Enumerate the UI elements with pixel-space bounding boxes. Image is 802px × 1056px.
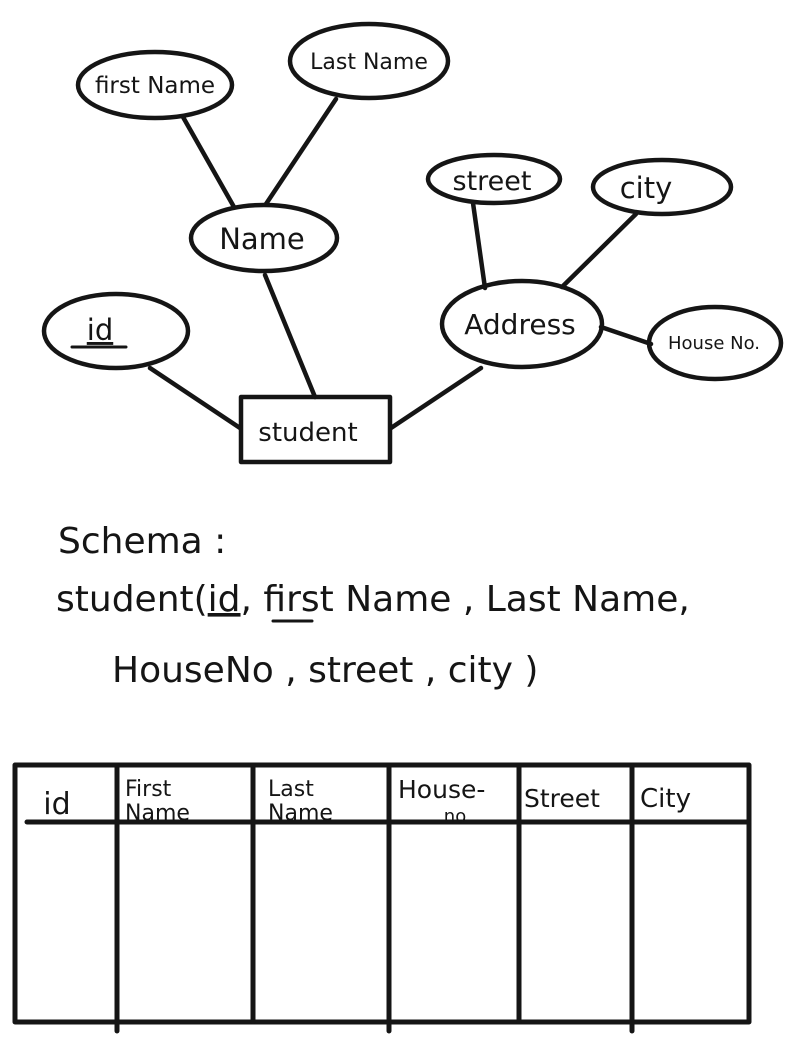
connector-address-student	[388, 365, 484, 431]
label-name: Name	[219, 222, 305, 256]
schema-heading: Schema :	[58, 521, 226, 562]
attribute-city-ellipse	[590, 157, 734, 217]
table-header-street: Street	[524, 784, 600, 813]
connector-city-address	[559, 211, 639, 290]
label-student: student	[258, 418, 357, 448]
label-id: id	[87, 313, 113, 347]
schema-line-1-key: id	[208, 579, 241, 620]
table-header-last-line1: Last	[268, 777, 314, 802]
label-house-no: House No.	[668, 333, 760, 354]
table-header-first-line2: Name	[125, 801, 190, 826]
attribute-address-ellipse	[439, 278, 605, 370]
connector-firstname-name	[180, 114, 237, 210]
attribute-name-ellipse	[188, 202, 340, 274]
connector-street-address	[470, 200, 488, 291]
label-last-name: Last Name	[310, 50, 428, 75]
connector-houseno-address	[598, 324, 654, 347]
schema-line-2: HouseNo , street , city )	[112, 650, 538, 691]
connector-id-student	[147, 365, 243, 431]
table-header-house-line2: no	[444, 806, 466, 827]
schema-line-1-rest: , first Name , Last Name,	[241, 579, 690, 620]
connector-lastname-name	[263, 96, 339, 207]
attribute-id-ellipse	[41, 291, 191, 371]
table-header-city: City	[640, 784, 691, 814]
table-header-id: id	[43, 787, 70, 822]
schema-line-1: student(id, first Name , Last Name,	[56, 579, 690, 620]
table-header-house-line1: House-	[398, 775, 485, 804]
connector-name-student	[262, 272, 318, 400]
attribute-first-name-ellipse	[75, 49, 235, 121]
table-frame	[12, 762, 752, 1025]
entity-student-rect	[238, 394, 393, 465]
label-first-name: first Name	[95, 73, 215, 99]
attribute-street-ellipse	[425, 152, 563, 206]
attribute-last-name-ellipse	[287, 21, 451, 101]
table-header-first-line1: First	[125, 777, 172, 802]
schema-line-1-prefix: student(	[56, 579, 208, 620]
attribute-house-no-ellipse	[646, 304, 784, 382]
label-city: city	[620, 171, 673, 205]
label-address: Address	[464, 308, 576, 341]
label-street: street	[453, 166, 532, 197]
table-header-last-line2: Name	[268, 801, 333, 826]
